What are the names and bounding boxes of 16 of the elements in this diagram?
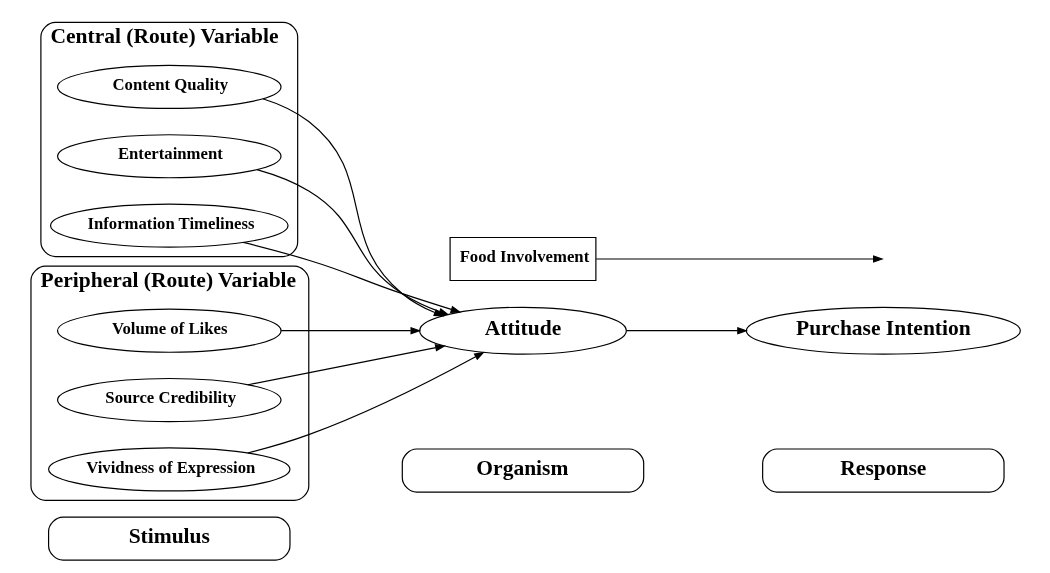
node-ellipse: Entertainment (56, 134, 282, 179)
arrow (280, 326, 422, 335)
node-ellipse: Information Timeliness (49, 203, 289, 248)
node-ellipse: Source Credibility (56, 377, 282, 423)
node-ellipse: Volume of Likes (56, 308, 282, 353)
node-ellipse: Purchase Intention (745, 306, 1021, 355)
arrow (595, 255, 884, 263)
node-box: Stimulus (48, 516, 291, 561)
arrow (626, 326, 748, 335)
arrow (247, 351, 485, 454)
node-box: Food Involvement (449, 236, 597, 282)
arrow (247, 344, 446, 386)
node-box: Response (762, 448, 1005, 493)
node-ellipse: Content Quality (56, 64, 282, 110)
node-ellipse: Vividness of Expression (48, 447, 291, 492)
node-box: Organism (401, 448, 645, 493)
